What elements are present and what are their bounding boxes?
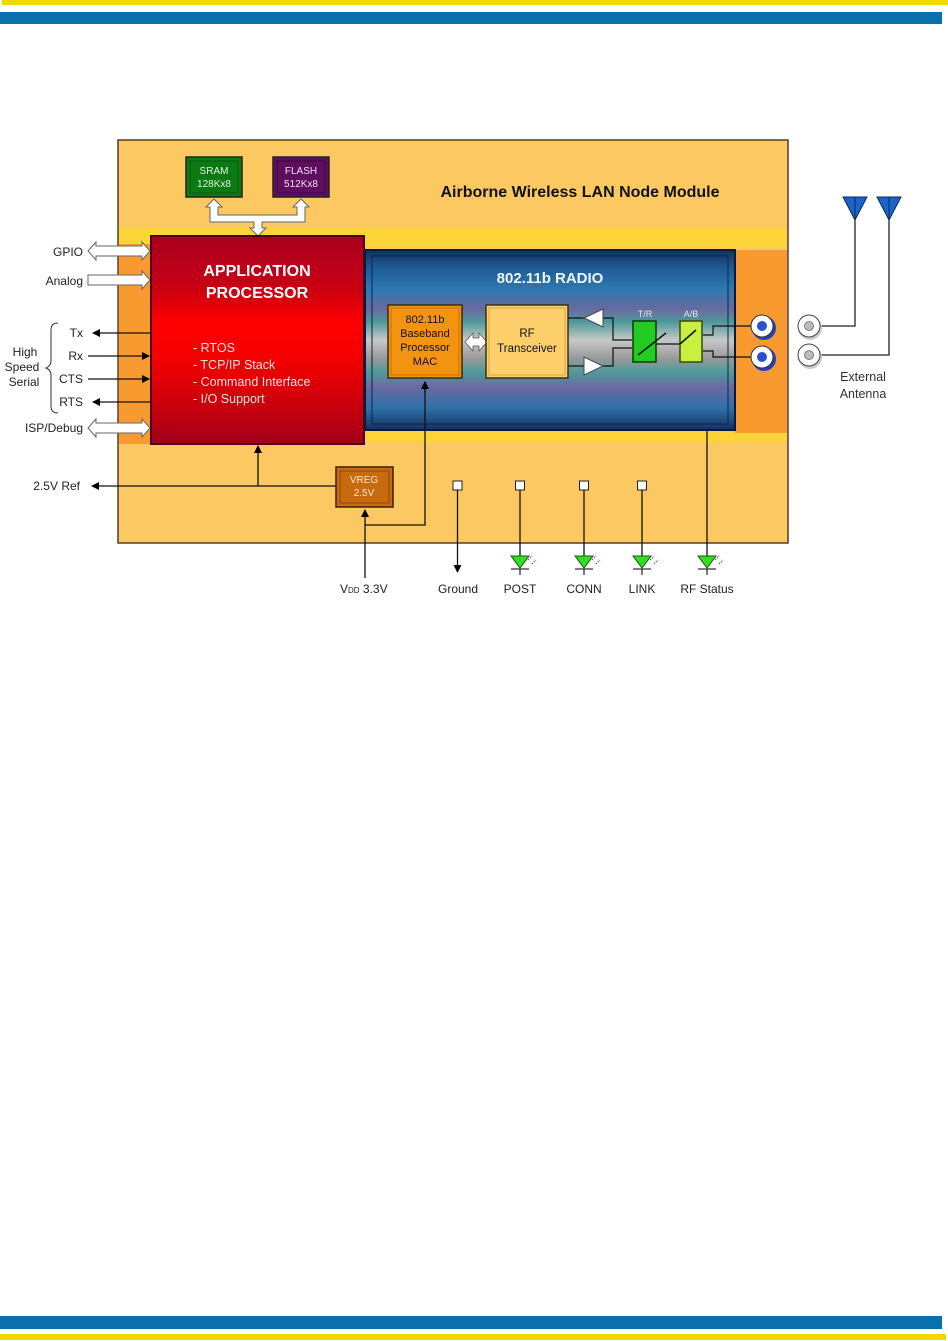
- vreg-label-1: VREG: [350, 475, 379, 486]
- led-light-ray-icon: [527, 555, 533, 561]
- led-label: RF Status: [680, 582, 733, 596]
- flash-label: FLASH: [285, 166, 317, 177]
- rx-label: Rx: [68, 349, 83, 363]
- baseband-line-3: Processor: [400, 342, 450, 354]
- led-light-ray-icon: [653, 559, 659, 565]
- external-antenna-1: [817, 196, 868, 327]
- baseband-processor-block: 802.11b Baseband Processor MAC: [387, 304, 463, 379]
- led-rf-status: RF Status: [680, 555, 734, 596]
- external-antenna-label-2: Antenna: [840, 387, 887, 401]
- led-diode-icon: [574, 555, 594, 569]
- rx-amplifier-icon: [582, 308, 604, 328]
- internal-antenna-connector-1: [750, 314, 776, 340]
- application-processor-block: APPLICATION PROCESSOR - RTOS - TCP/IP St…: [150, 235, 365, 445]
- vreg-label-2: 2.5V: [354, 488, 375, 499]
- led-label: CONN: [566, 582, 601, 596]
- sram-block: SRAM 128Kx8: [185, 156, 243, 198]
- led-link: LINK: [629, 480, 659, 596]
- gpio-bidirectional-arrow: [87, 240, 151, 262]
- top-blue-band: [0, 12, 942, 24]
- app-processor-title-1: APPLICATION: [203, 263, 310, 280]
- serial-group-label-3: Serial: [9, 375, 40, 389]
- external-antenna-2: [817, 196, 902, 356]
- baseband-line-1: 802.11b: [406, 314, 445, 326]
- ground-pin: [452, 480, 463, 573]
- radio-block: 802.11b RADIO 802.11b Baseband Processor…: [364, 249, 760, 431]
- led-pad: [579, 480, 589, 491]
- radio-title: 802.11b RADIO: [497, 270, 604, 287]
- led-light-ray-icon: [531, 559, 537, 565]
- flash-block: FLASH 512Kx8: [272, 156, 330, 198]
- vdd-label: VDD 3.3V: [340, 582, 388, 596]
- serial-group-brace: [44, 322, 59, 414]
- app-processor-title-2: PROCESSOR: [206, 285, 309, 302]
- reference-lines: [91, 445, 336, 490]
- isp-debug-bidirectional-arrow: [87, 417, 151, 439]
- internal-antenna-connector-2: [750, 345, 776, 371]
- ab-switch-label: A/B: [684, 309, 699, 319]
- ab-switch: [679, 320, 703, 363]
- transceiver-line-1: RF: [519, 328, 534, 340]
- memory-bus-arrow: [204, 198, 311, 237]
- baseband-line-2: Baseband: [400, 328, 450, 340]
- led-post: POST: [504, 480, 537, 596]
- gpio-label: GPIO: [53, 245, 83, 259]
- led-diode-icon: [697, 555, 717, 569]
- led-pad: [637, 480, 647, 491]
- led-light-ray-icon: [718, 559, 724, 565]
- vdd-value: 3.3V: [360, 582, 388, 596]
- feature-rtos: - RTOS: [193, 341, 235, 355]
- top-yellow-band: [2, 0, 948, 5]
- flash-size: 512Kx8: [284, 179, 318, 190]
- led-conn: CONN: [566, 480, 602, 596]
- sram-size: 128Kx8: [197, 179, 231, 190]
- ref-2v5-label: 2.5V Ref: [33, 479, 80, 493]
- module-title: Airborne Wireless LAN Node Module: [441, 184, 720, 201]
- feature-tcpip: - TCP/IP Stack: [193, 358, 276, 372]
- baseband-line-4: MAC: [413, 356, 438, 368]
- external-connector-2: [797, 343, 822, 369]
- tx-amplifier-icon: [583, 356, 605, 376]
- tx-label: Tx: [70, 326, 83, 340]
- rts-label: RTS: [59, 395, 83, 409]
- bottom-yellow-band: [0, 1334, 946, 1340]
- led-light-ray-icon: [591, 555, 597, 561]
- tr-switch-label: T/R: [638, 309, 653, 319]
- led-light-ray-icon: [649, 555, 655, 561]
- led-diode-icon: [632, 555, 652, 569]
- feature-command-interface: - Command Interface: [193, 375, 310, 389]
- ground-label: Ground: [438, 582, 478, 596]
- led-label: LINK: [629, 582, 656, 596]
- vdd-prefix: V: [340, 582, 348, 596]
- bottom-blue-band: [0, 1316, 942, 1329]
- serial-signals: [88, 329, 150, 406]
- serial-group-label-1: High: [13, 345, 38, 359]
- led-pad: [515, 480, 525, 491]
- sram-label: SRAM: [200, 166, 229, 177]
- external-antenna-label-1: External: [840, 370, 886, 384]
- vdd-subscript: DD: [348, 586, 360, 595]
- led-label: POST: [504, 582, 537, 596]
- tr-switch: [632, 320, 667, 363]
- serial-group-label-2: Speed: [5, 360, 40, 374]
- analog-label: Analog: [46, 274, 83, 288]
- led-light-ray-icon: [595, 559, 601, 565]
- external-connector-1: [797, 314, 822, 340]
- cts-label: CTS: [59, 372, 83, 386]
- feature-io-support: - I/O Support: [193, 392, 265, 406]
- vdd-lines: [361, 381, 708, 578]
- block-diagram: Airborne Wireless LAN Node Module SRAM 1…: [5, 139, 902, 596]
- transceiver-line-2: Transceiver: [497, 343, 557, 355]
- analog-input-arrow: [87, 269, 151, 291]
- isp-debug-label: ISP/Debug: [25, 421, 83, 435]
- led-diode-icon: [510, 555, 530, 569]
- led-light-ray-icon: [714, 555, 720, 561]
- vreg-block: VREG 2.5V: [335, 466, 394, 508]
- rf-transceiver-block: RF Transceiver: [485, 304, 569, 379]
